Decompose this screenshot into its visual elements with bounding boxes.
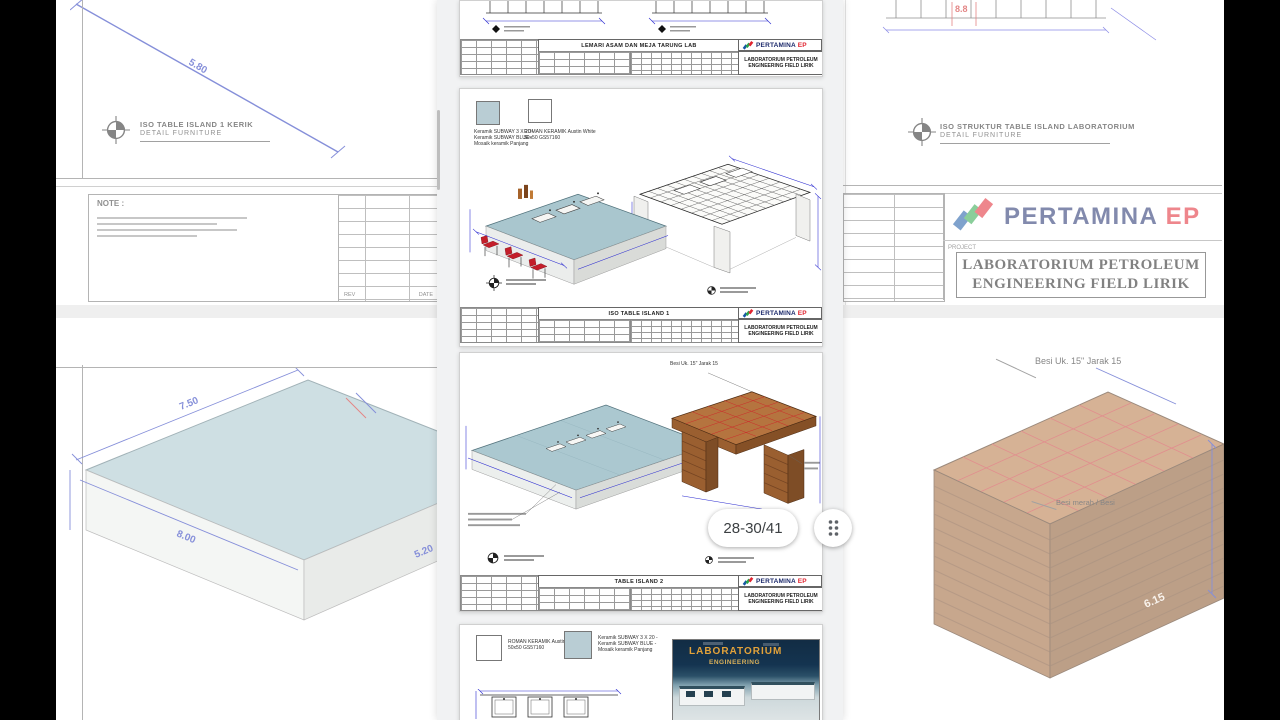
table-island-2-drawing — [465, 372, 821, 527]
bg-drawing-subcaption: DETAIL FURNITURE — [940, 132, 1023, 139]
letterbox-left — [0, 0, 56, 720]
pdf-page-1[interactable]: LEMARI ASAM DAN MEJA TARUNG LAB PERTAMIN… — [459, 0, 823, 77]
north-compass-icon — [486, 275, 502, 291]
legend-swatch-subway — [476, 101, 500, 125]
title-logo-box: PERTAMINA EP — [738, 307, 822, 319]
bg-caption-underline — [140, 141, 270, 142]
bg-org-box: LABORATORIUM PETROLEUM ENGINEERING FIELD… — [956, 252, 1206, 298]
north-compass-icon — [705, 556, 713, 564]
bg-elevation-fragment: 8.8 — [882, 0, 1157, 41]
bg-drawing-subcaption: DETAIL FURNITURE — [140, 130, 223, 137]
pertamina-logo-icon — [742, 308, 754, 318]
lab-photo: LABORATORIUM ENGINEERING — [672, 639, 820, 720]
brand-wordmark: PERTAMINA EP — [756, 309, 807, 317]
pdf-page-2[interactable]: Keramik SUBWAY 3 X 20 - Keramik SUBWAY B… — [459, 88, 823, 347]
bg-note-box: NOTE : — [88, 194, 340, 302]
bg-diagonal-dimension: 5.80 — [70, 0, 346, 159]
legend-label-roman: ROMAN KERAMIK Austin White 50x50 GS57160 — [524, 129, 596, 141]
title-block-grid — [538, 51, 632, 75]
legend-swatch-subway — [564, 631, 592, 659]
bg-rev-label: REV — [344, 292, 356, 298]
legend-label-subway: Keramik SUBWAY 3 X 20 - Keramik SUBWAY B… — [598, 635, 658, 653]
title-org-box: LABORATORIUM PETROLEUM ENGINEERING FIELD… — [738, 587, 822, 611]
title-block-grid — [460, 39, 540, 75]
north-compass-icon — [102, 116, 130, 144]
bg-drawing-caption: ISO STRUKTUR TABLE ISLAND LABORATORIUM — [940, 122, 1135, 131]
bg-note-title: NOTE : — [97, 199, 125, 208]
legend-swatch-roman — [528, 99, 552, 123]
bg-project-label: PROJECT — [948, 245, 977, 251]
pdf-viewer[interactable]: LEMARI ASAM DAN MEJA TARUNG LAB PERTAMIN… — [437, 0, 843, 720]
bg-frame-line — [82, 0, 83, 178]
drag-handle-button[interactable] — [814, 509, 852, 547]
title-block-grid — [630, 51, 740, 75]
photo-watermark: LABORATORIUM — [689, 646, 783, 657]
legend-label-roman: ROMAN KERAMIK Austin White 50x50 GS57160 — [508, 639, 580, 651]
bg-brand-wordmark: PERTAMINA EP — [1004, 203, 1201, 230]
brand-wordmark: PERTAMINA EP — [756, 577, 807, 585]
title-block-grid — [460, 307, 540, 343]
photo-bench — [751, 682, 815, 700]
letterbox-right — [1224, 0, 1280, 720]
bg-frame-line — [56, 186, 437, 187]
bg-frame-line — [56, 178, 437, 179]
photo-watermark: ENGINEERING — [709, 659, 761, 666]
bg-revision-table: REV DATE — [338, 194, 439, 302]
bg-date-label: DATE — [418, 292, 433, 298]
page3-top-note: Besi Uk. 15" Jarak 15 — [670, 361, 718, 367]
pdf-page-3[interactable]: Besi Uk. 15" Jarak 15 — [459, 352, 823, 612]
legend-label-subway: Keramik SUBWAY 3 X 20 - Keramik SUBWAY B… — [474, 129, 534, 147]
bg-wood-structure-drawing: 6.15 — [932, 367, 1224, 679]
drag-dots-icon — [828, 520, 839, 536]
pertamina-logo-icon — [742, 40, 754, 50]
bg-sheet-edge — [845, 0, 846, 305]
north-compass-icon — [487, 552, 499, 564]
bg-wood-side-note: Besi merah / Besi — [1056, 498, 1115, 507]
scrollbar-thumb[interactable] — [437, 110, 440, 190]
bg-red-dimension-label: 8.8 — [955, 4, 968, 14]
iso-table-island-1-drawing — [469, 155, 822, 285]
north-compass-icon — [707, 286, 716, 295]
brand-wordmark: PERTAMINA EP — [756, 41, 807, 49]
elevation-fragment-drawing — [482, 1, 772, 33]
bg-wood-note: Besi Uk. 15" Jarak 15 — [1035, 356, 1122, 366]
title-logo-box: PERTAMINA EP — [738, 39, 822, 51]
title-logo-box: PERTAMINA EP — [738, 575, 822, 587]
page-indicator-text: 28-30/41 — [723, 519, 783, 537]
pertamina-logo-icon — [742, 576, 754, 586]
pertamina-logo-icon — [952, 198, 994, 231]
title-org-box: LABORATORIUM PETROLEUM ENGINEERING FIELD… — [738, 51, 822, 75]
page-indicator-chip: 28-30/41 — [708, 509, 798, 547]
title-org-box: LABORATORIUM PETROLEUM ENGINEERING FIELD… — [738, 319, 822, 343]
legend-swatch-roman — [476, 635, 502, 661]
photo-bench — [679, 686, 745, 706]
north-compass-icon — [908, 118, 936, 146]
pdf-page-4[interactable]: ROMAN KERAMIK Austin White 50x50 GS57160… — [459, 624, 823, 720]
elevation-fragment-drawing — [475, 689, 622, 719]
bg-drawing-caption: ISO TABLE ISLAND 1 KERIK — [140, 120, 254, 129]
bg-title-block-table — [843, 193, 945, 302]
